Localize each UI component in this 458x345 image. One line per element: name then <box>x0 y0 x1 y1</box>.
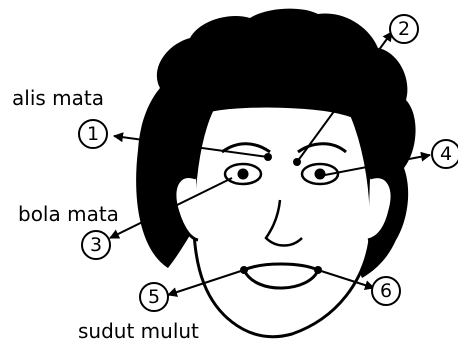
label-eyeball: bola mata <box>18 202 119 226</box>
label-mouth-corner: sudut mulut <box>78 319 199 343</box>
marker-5-number: 5 <box>148 286 160 308</box>
face-outline <box>194 106 371 337</box>
marker-6-number: 6 <box>380 280 392 302</box>
left-pupil <box>238 169 249 180</box>
marker-3: 3 <box>82 231 110 259</box>
marker-2: 2 <box>390 15 418 43</box>
marker-5: 5 <box>140 283 168 311</box>
right-pupil <box>315 169 326 180</box>
marker-1-number: 1 <box>87 123 99 145</box>
marker-2-number: 2 <box>398 18 410 40</box>
marker-4: 4 <box>432 140 458 168</box>
marker-4-number: 4 <box>440 143 452 165</box>
marker-1: 1 <box>79 120 107 148</box>
marker-6: 6 <box>372 277 400 305</box>
label-eyebrow: alis mata <box>12 86 104 110</box>
marker-3-number: 3 <box>90 234 102 256</box>
